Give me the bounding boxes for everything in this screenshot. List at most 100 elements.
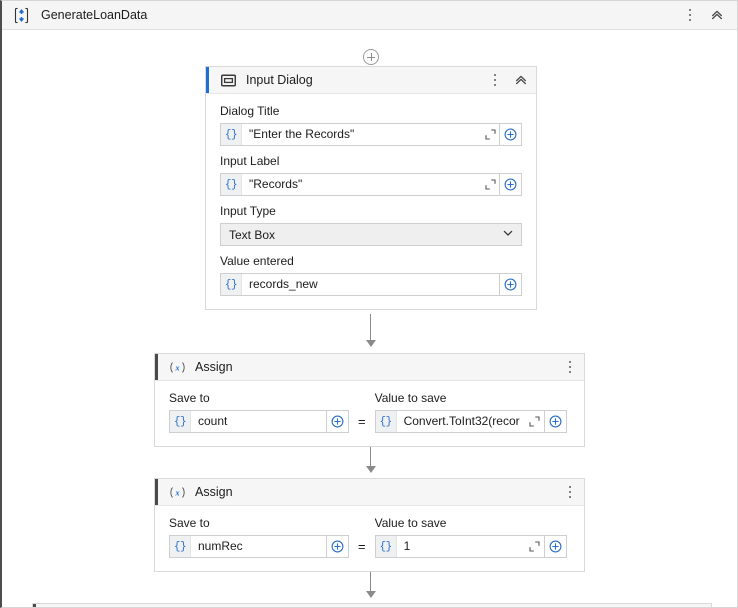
- activity-node-input-dialog[interactable]: Input Dialog Dialog Title: [205, 66, 537, 310]
- assign-save-to-input[interactable]: {} numRec: [169, 535, 327, 558]
- add-value-button[interactable]: [500, 173, 522, 196]
- input-label-value: "Records": [249, 177, 303, 191]
- field-row: {} records_new: [220, 273, 522, 296]
- add-value-button[interactable]: [327, 535, 349, 558]
- field-label: Save to: [169, 391, 210, 405]
- expand-editor-icon[interactable]: [526, 416, 544, 427]
- node-accent-bar: [155, 354, 158, 380]
- node-title: Input Dialog: [246, 73, 313, 87]
- input-dialog-icon: [220, 72, 237, 89]
- assign-save-to-value: numRec: [198, 539, 243, 553]
- add-step-icon[interactable]: [363, 49, 379, 65]
- expand-editor-icon[interactable]: [526, 541, 544, 552]
- field-row: {} Convert.ToInt32(recor: [374, 410, 567, 433]
- add-value-button[interactable]: [544, 535, 567, 558]
- sequence-header: GenerateLoanData: [2, 1, 737, 30]
- field-row: {} "Enter the Records": [220, 123, 522, 146]
- more-options-icon[interactable]: [683, 6, 697, 24]
- node-accent-bar: [206, 67, 209, 93]
- svg-text:x: x: [174, 487, 180, 497]
- add-value-button[interactable]: [500, 123, 522, 146]
- field-label: Save to: [169, 516, 210, 530]
- connector-line: [370, 564, 371, 591]
- assign-row: Save to {} numRec: [169, 515, 570, 558]
- assign-operator: =: [358, 539, 366, 554]
- field-label: Value to save: [374, 516, 447, 530]
- expand-editor-icon[interactable]: [481, 129, 499, 140]
- add-value-button[interactable]: [327, 410, 349, 433]
- more-options-icon[interactable]: [563, 358, 577, 376]
- expression-brace-icon: {}: [221, 274, 242, 295]
- node-accent-bar: [33, 604, 36, 607]
- assign-value-value: Convert.ToInt32(recor: [403, 414, 520, 428]
- field-label: Input Label: [220, 154, 280, 168]
- assign-left: Save to {} numRec: [169, 515, 349, 558]
- node-body: Save to {} count: [155, 381, 584, 446]
- assign-save-to-value: count: [198, 414, 228, 428]
- expression-brace-icon: {}: [375, 411, 397, 432]
- node-body: Dialog Title {} "Enter the Records": [206, 94, 536, 309]
- expand-editor-icon[interactable]: [481, 179, 499, 190]
- connector-arrow: [366, 591, 376, 598]
- field-label: Value entered: [220, 254, 294, 268]
- field-row: {} count: [169, 410, 349, 433]
- node-header-actions: [488, 71, 529, 89]
- dialog-title-input[interactable]: {} "Enter the Records": [220, 123, 500, 146]
- input-label-input[interactable]: {} "Records": [220, 173, 500, 196]
- assign-right: Value to save {} Convert.ToInt32(recor: [374, 390, 567, 433]
- sequence-icon: [12, 6, 31, 25]
- connector-arrow: [366, 466, 376, 473]
- more-options-icon[interactable]: [488, 71, 502, 89]
- assign-row: Save to {} count: [169, 390, 570, 433]
- value-entered-value: records_new: [249, 277, 318, 291]
- activity-node-assign-count[interactable]: x Assign Save to {} count: [154, 353, 585, 447]
- connector-arrow: [366, 340, 376, 347]
- node-header[interactable]: Input Dialog: [206, 67, 536, 94]
- add-value-button[interactable]: [544, 410, 567, 433]
- node-header[interactable]: x Assign: [155, 354, 584, 381]
- assign-value-input[interactable]: {} 1: [374, 535, 545, 558]
- workflow-canvas: Input Dialog Dialog Title: [2, 30, 737, 607]
- collapse-up-icon[interactable]: [513, 72, 529, 88]
- collapse-up-icon[interactable]: [709, 7, 725, 23]
- assign-right: Value to save {} 1: [374, 515, 567, 558]
- assign-value-input[interactable]: {} Convert.ToInt32(recor: [374, 410, 545, 433]
- field-dialog-title: Dialog Title {} "Enter the Records": [220, 103, 522, 146]
- expression-brace-icon: {}: [170, 411, 191, 432]
- dialog-title-value: "Enter the Records": [249, 127, 355, 141]
- activity-node-assign-numrec[interactable]: x Assign Save to {} numRec: [154, 478, 585, 572]
- activity-node-next-partial[interactable]: [32, 603, 712, 607]
- node-title: Assign: [195, 360, 233, 374]
- field-input-label: Input Label {} "Records": [220, 153, 522, 196]
- value-entered-input[interactable]: {} records_new: [220, 273, 500, 296]
- field-label: Input Type: [220, 204, 276, 218]
- field-input-type: Input Type Text Box: [220, 203, 522, 246]
- variable-x-icon: x: [169, 359, 186, 376]
- node-title: Assign: [195, 485, 233, 499]
- field-row: {} "Records": [220, 173, 522, 196]
- expression-brace-icon: {}: [170, 536, 191, 557]
- expression-brace-icon: {}: [221, 124, 242, 145]
- svg-text:x: x: [174, 362, 180, 372]
- expression-brace-icon: {}: [221, 174, 242, 195]
- field-label: Dialog Title: [220, 104, 280, 118]
- assign-left: Save to {} count: [169, 390, 349, 433]
- sequence-header-actions: [683, 6, 729, 24]
- assign-operator: =: [358, 414, 366, 429]
- assign-save-to-input[interactable]: {} count: [169, 410, 327, 433]
- field-label: Value to save: [374, 391, 447, 405]
- add-value-button[interactable]: [500, 273, 522, 296]
- node-accent-bar: [155, 479, 158, 505]
- variable-x-icon: x: [169, 484, 186, 501]
- assign-value-value: 1: [403, 539, 411, 553]
- field-row: {} 1: [374, 535, 567, 558]
- node-header[interactable]: x Assign: [155, 479, 584, 506]
- connector-line: [370, 314, 371, 340]
- expression-brace-icon: {}: [375, 536, 397, 557]
- more-options-icon[interactable]: [563, 483, 577, 501]
- chevron-down-icon[interactable]: [502, 226, 514, 244]
- node-header-actions: [563, 483, 577, 501]
- input-type-select[interactable]: Text Box: [220, 223, 522, 246]
- field-row: {} numRec: [169, 535, 349, 558]
